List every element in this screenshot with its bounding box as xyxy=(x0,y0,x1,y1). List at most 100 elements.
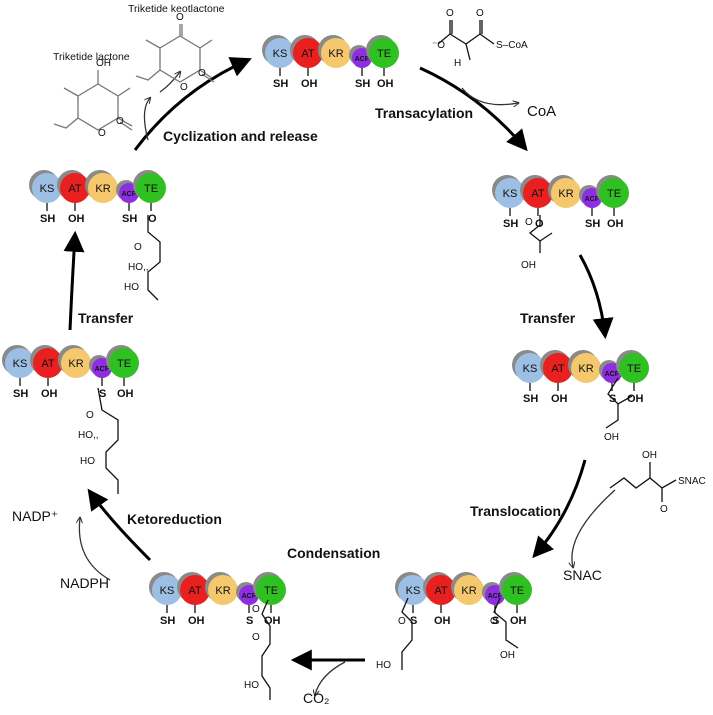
substituent-s: S xyxy=(410,615,417,627)
substituent-oh: OH xyxy=(188,615,205,627)
domain-label: ACP xyxy=(122,191,137,198)
malonyl-chain-right-top xyxy=(528,215,553,253)
substituent-oh: OH xyxy=(377,78,394,90)
substituent-oh: OH xyxy=(68,213,85,225)
substituent-s: S xyxy=(246,615,253,627)
domain-te xyxy=(109,348,139,378)
step-ketoreduction: Ketoreduction xyxy=(127,511,222,527)
domain-label: KS xyxy=(406,585,421,597)
domain-ks xyxy=(515,353,545,383)
substituent-sh: SH xyxy=(160,615,175,627)
domain-at xyxy=(33,348,63,378)
substituent-sh: SH xyxy=(523,393,538,405)
substituent-oh: OH xyxy=(510,615,527,627)
domain-label: AT xyxy=(188,585,202,597)
co2-label: CO₂ xyxy=(303,690,330,706)
domain-label: TE xyxy=(117,358,131,370)
svg-text:O: O xyxy=(198,68,206,79)
substituent-s: S xyxy=(492,615,499,627)
svg-text:OH: OH xyxy=(604,432,619,443)
svg-text:O: O xyxy=(660,504,668,515)
svg-text:HO,,: HO,, xyxy=(78,430,99,441)
domain-label: AT xyxy=(551,363,565,375)
svg-text:OH: OH xyxy=(500,650,515,661)
substituent-oh: OH xyxy=(41,388,58,400)
triketide-lactone-structure xyxy=(53,70,133,131)
domain-at xyxy=(180,575,210,605)
substituent-oh: OH xyxy=(551,393,568,405)
domain-label: KS xyxy=(13,358,28,370)
domain-te xyxy=(136,173,166,203)
domain-label: TE xyxy=(144,183,158,195)
svg-text:O: O xyxy=(98,128,106,139)
substituent-s: S xyxy=(99,388,106,400)
snac-label: SNAC xyxy=(563,567,602,583)
substituent-sh: SH xyxy=(122,213,137,225)
substituent-sh: SH xyxy=(503,218,518,230)
diketide-chain-top-left xyxy=(147,215,161,301)
svg-text:HO: HO xyxy=(376,660,391,671)
step-transacylation: Transacylation xyxy=(375,105,474,121)
domain-te xyxy=(619,353,649,383)
substituent-sh: SH xyxy=(355,78,370,90)
domain-label: KS xyxy=(160,585,175,597)
domain-kr xyxy=(571,353,601,383)
step-cyclization: Cyclization and release xyxy=(163,128,318,144)
domain-at xyxy=(293,38,323,68)
domain-ks xyxy=(152,575,182,605)
arrow-cyclization xyxy=(133,57,252,151)
domain-label: KR xyxy=(328,48,343,60)
arrow-ketoreduction xyxy=(87,488,152,562)
arrow-translocation xyxy=(532,459,587,559)
step-condensation: Condensation xyxy=(287,545,381,561)
domain-kr xyxy=(61,348,91,378)
domain-ks xyxy=(398,575,428,605)
svg-text:O: O xyxy=(252,604,260,615)
arrow-transacylation xyxy=(419,66,528,152)
domain-label: KS xyxy=(523,363,538,375)
svg-text:⁻O: ⁻O xyxy=(432,40,445,51)
domain-label: KS xyxy=(273,48,288,60)
domain-label: KS xyxy=(503,188,518,200)
svg-text:HO: HO xyxy=(124,282,139,293)
domain-label: KR xyxy=(578,363,593,375)
domain-te xyxy=(369,38,399,68)
domain-label: TE xyxy=(510,585,524,597)
domain-label: TE xyxy=(607,188,621,200)
domain-label: AT xyxy=(434,585,448,597)
nadph-label: NADPH xyxy=(60,575,110,591)
svg-text:O: O xyxy=(86,410,94,421)
nadp-label: NADP⁺ xyxy=(12,508,59,524)
svg-text:O: O xyxy=(252,632,260,643)
substituent-sh: SH xyxy=(585,218,600,230)
chemistry xyxy=(53,20,677,700)
substituent-sh: SH xyxy=(13,388,28,400)
substituent-o: O xyxy=(148,213,157,225)
svg-text:H: H xyxy=(454,58,461,69)
svg-text:OH: OH xyxy=(521,260,536,271)
domain-at xyxy=(523,178,553,208)
domain-ks xyxy=(5,348,35,378)
domain-label: AT xyxy=(301,48,315,60)
domain-te xyxy=(502,575,532,605)
domain-label: TE xyxy=(627,363,641,375)
domain-ks xyxy=(265,38,295,68)
svg-text:O: O xyxy=(176,12,184,23)
domain-label: AT xyxy=(531,188,545,200)
ketoreduction-chain-bottom xyxy=(261,599,271,700)
triketide-keotlactone-structure xyxy=(135,24,215,83)
substituent-sh: SH xyxy=(40,213,55,225)
domain-label: ACP xyxy=(585,196,600,203)
arrow-transfer-left xyxy=(63,230,85,331)
domain-kr xyxy=(551,178,581,208)
diketide-snac-structure xyxy=(609,462,677,502)
triketide-keotlactone-label: Triketide keotlactone xyxy=(128,3,225,15)
svg-text:O: O xyxy=(446,8,454,19)
svg-text:O: O xyxy=(180,82,188,93)
substituent-sh: SH xyxy=(273,78,288,90)
